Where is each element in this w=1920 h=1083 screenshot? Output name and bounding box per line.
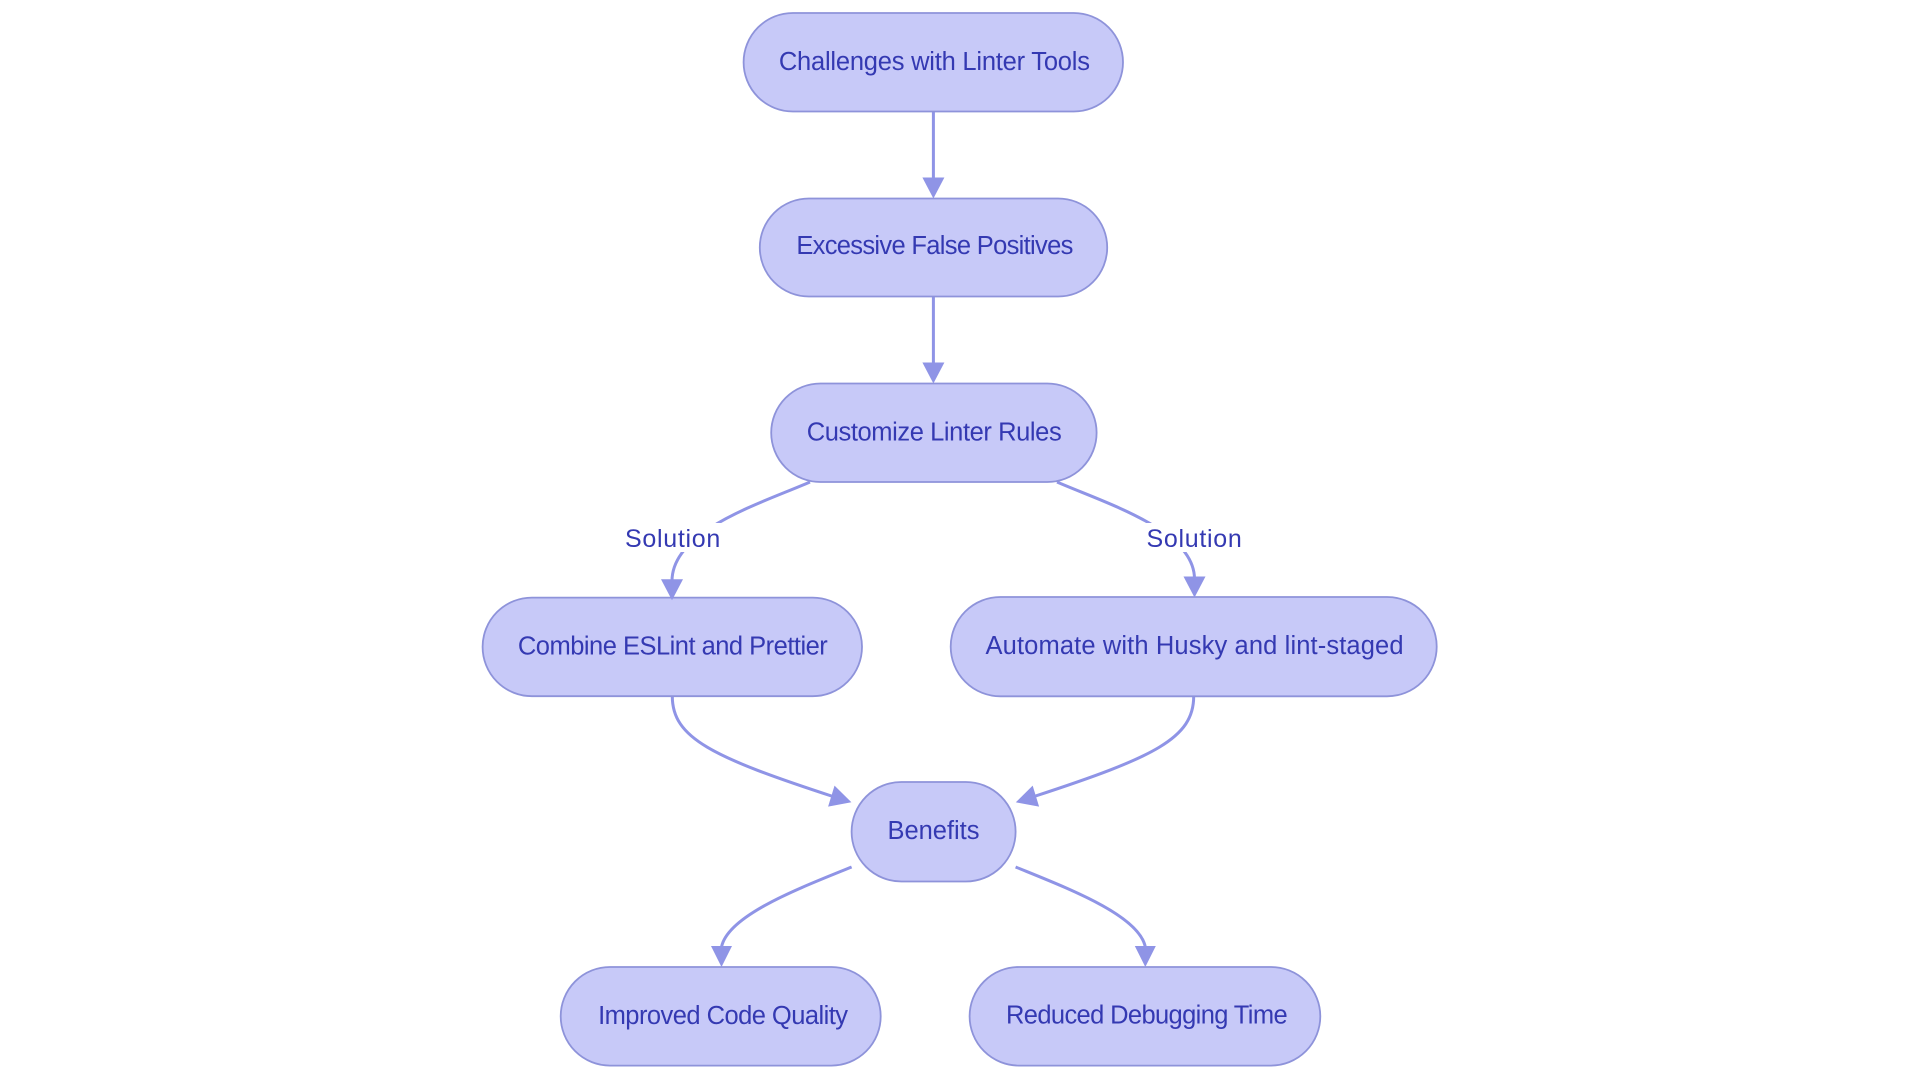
svg-text:Combine ESLint and Prettier: Combine ESLint and Prettier — [518, 632, 828, 660]
svg-text:Reduced Debugging Time: Reduced Debugging Time — [1006, 1002, 1287, 1030]
svg-text:Automate with Husky and lint-s: Automate with Husky and lint-staged — [986, 632, 1404, 660]
svg-text:Customize Linter Rules: Customize Linter Rules — [807, 418, 1062, 446]
svg-text:Improved Code Quality: Improved Code Quality — [598, 1002, 848, 1030]
svg-text:Solution: Solution — [1147, 525, 1243, 553]
svg-text:Benefits: Benefits — [888, 817, 980, 845]
svg-text:Solution: Solution — [625, 525, 721, 553]
svg-text:Challenges with Linter Tools: Challenges with Linter Tools — [779, 48, 1090, 76]
svg-text:Excessive False Positives: Excessive False Positives — [796, 232, 1072, 260]
